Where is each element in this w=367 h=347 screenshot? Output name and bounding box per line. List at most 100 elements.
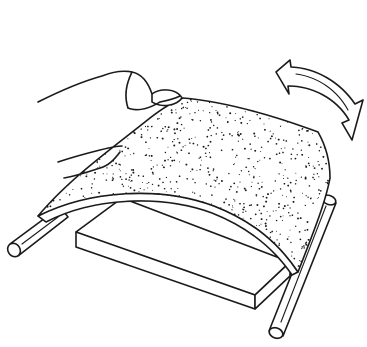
grit-dot — [260, 224, 261, 225]
grit-dot — [201, 160, 202, 161]
grit-dot — [271, 135, 273, 137]
grit-dot — [151, 126, 152, 127]
grit-dot — [214, 187, 215, 188]
grit-dot — [166, 130, 167, 131]
grit-dot — [253, 166, 255, 168]
grit-dot — [151, 160, 152, 161]
grit-dot — [229, 189, 231, 191]
grit-dot — [298, 130, 300, 132]
grit-dot — [216, 133, 218, 135]
grit-dot — [259, 118, 261, 120]
grit-dot — [318, 197, 319, 198]
grit-dot — [142, 182, 143, 183]
grit-dot — [308, 239, 310, 241]
grit-dot — [261, 186, 263, 188]
grit-dot — [91, 187, 93, 189]
grit-dot — [121, 179, 122, 180]
grit-dot — [215, 110, 216, 111]
grit-dot — [203, 110, 204, 111]
grit-dot — [239, 203, 241, 205]
grit-dot — [260, 213, 262, 215]
grit-dot — [261, 218, 263, 220]
grit-dot — [174, 133, 175, 134]
grit-dot — [265, 225, 267, 227]
grit-dot — [120, 170, 121, 171]
grit-dot — [300, 239, 302, 241]
grit-dot — [211, 194, 213, 196]
grit-dot — [302, 193, 303, 194]
grit-dot — [171, 160, 173, 162]
grit-dot — [263, 123, 264, 124]
grit-dot — [131, 174, 132, 175]
grit-dot — [308, 144, 310, 146]
grit-dot — [72, 189, 73, 190]
grit-dot — [306, 195, 307, 196]
grit-dot — [271, 231, 273, 233]
grit-dot — [208, 171, 210, 173]
grit-dot — [299, 231, 301, 233]
grit-dot — [287, 178, 288, 179]
grit-dot — [288, 212, 289, 213]
grit-dot — [237, 186, 238, 187]
grit-dot — [290, 242, 291, 243]
grit-dot — [209, 127, 211, 129]
grit-dot — [184, 128, 185, 129]
grit-dot — [228, 173, 229, 174]
grit-dot — [130, 154, 131, 155]
grit-dot — [236, 191, 238, 193]
grit-dot — [312, 177, 314, 179]
grit-dot — [245, 111, 246, 112]
grit-dot — [251, 186, 252, 187]
grit-dot — [249, 120, 250, 121]
grit-dot — [179, 161, 180, 162]
grit-dot — [284, 147, 285, 148]
grit-dot — [312, 133, 313, 134]
grit-dot — [250, 205, 251, 206]
grit-dot — [278, 207, 280, 209]
grit-dot — [249, 174, 250, 175]
grit-dot — [103, 173, 104, 174]
grit-dot — [203, 146, 205, 148]
grit-dot — [242, 209, 243, 210]
grit-dot — [289, 207, 290, 208]
grit-dot — [162, 128, 164, 130]
grit-dot — [132, 169, 134, 171]
grit-dot — [207, 167, 209, 169]
grit-dot — [187, 102, 189, 104]
grit-dot — [171, 112, 173, 114]
grit-dot — [292, 214, 294, 216]
grit-dot — [170, 165, 171, 166]
grit-dot — [179, 142, 181, 144]
grit-dot — [235, 120, 236, 121]
grit-dot — [140, 188, 141, 189]
grit-dot — [287, 122, 288, 123]
grit-dot — [168, 126, 170, 128]
grit-dot — [301, 140, 303, 142]
grit-dot — [188, 152, 190, 154]
grit-dot — [98, 192, 100, 194]
grit-dot — [210, 185, 212, 187]
grit-dot — [295, 173, 296, 174]
grit-dot — [286, 196, 287, 197]
grit-dot — [164, 188, 166, 190]
grit-dot — [240, 118, 241, 119]
grit-dot — [243, 203, 244, 204]
grit-dot — [166, 191, 167, 192]
grit-dot — [130, 181, 131, 182]
grit-dot — [250, 218, 252, 220]
grit-dot — [318, 189, 320, 191]
grit-dot — [305, 242, 306, 243]
grit-dot — [234, 199, 235, 200]
grit-dot — [283, 140, 284, 141]
grit-dot — [192, 143, 194, 145]
grit-dot — [226, 106, 228, 108]
grit-dot — [124, 155, 125, 156]
grit-dot — [162, 182, 164, 184]
grit-dot — [209, 102, 210, 103]
grit-dot — [130, 187, 132, 189]
grit-dot — [189, 142, 191, 144]
grit-dot — [250, 204, 252, 206]
grit-dot — [307, 245, 308, 246]
grit-dot — [213, 168, 215, 170]
grit-dot — [86, 174, 87, 175]
